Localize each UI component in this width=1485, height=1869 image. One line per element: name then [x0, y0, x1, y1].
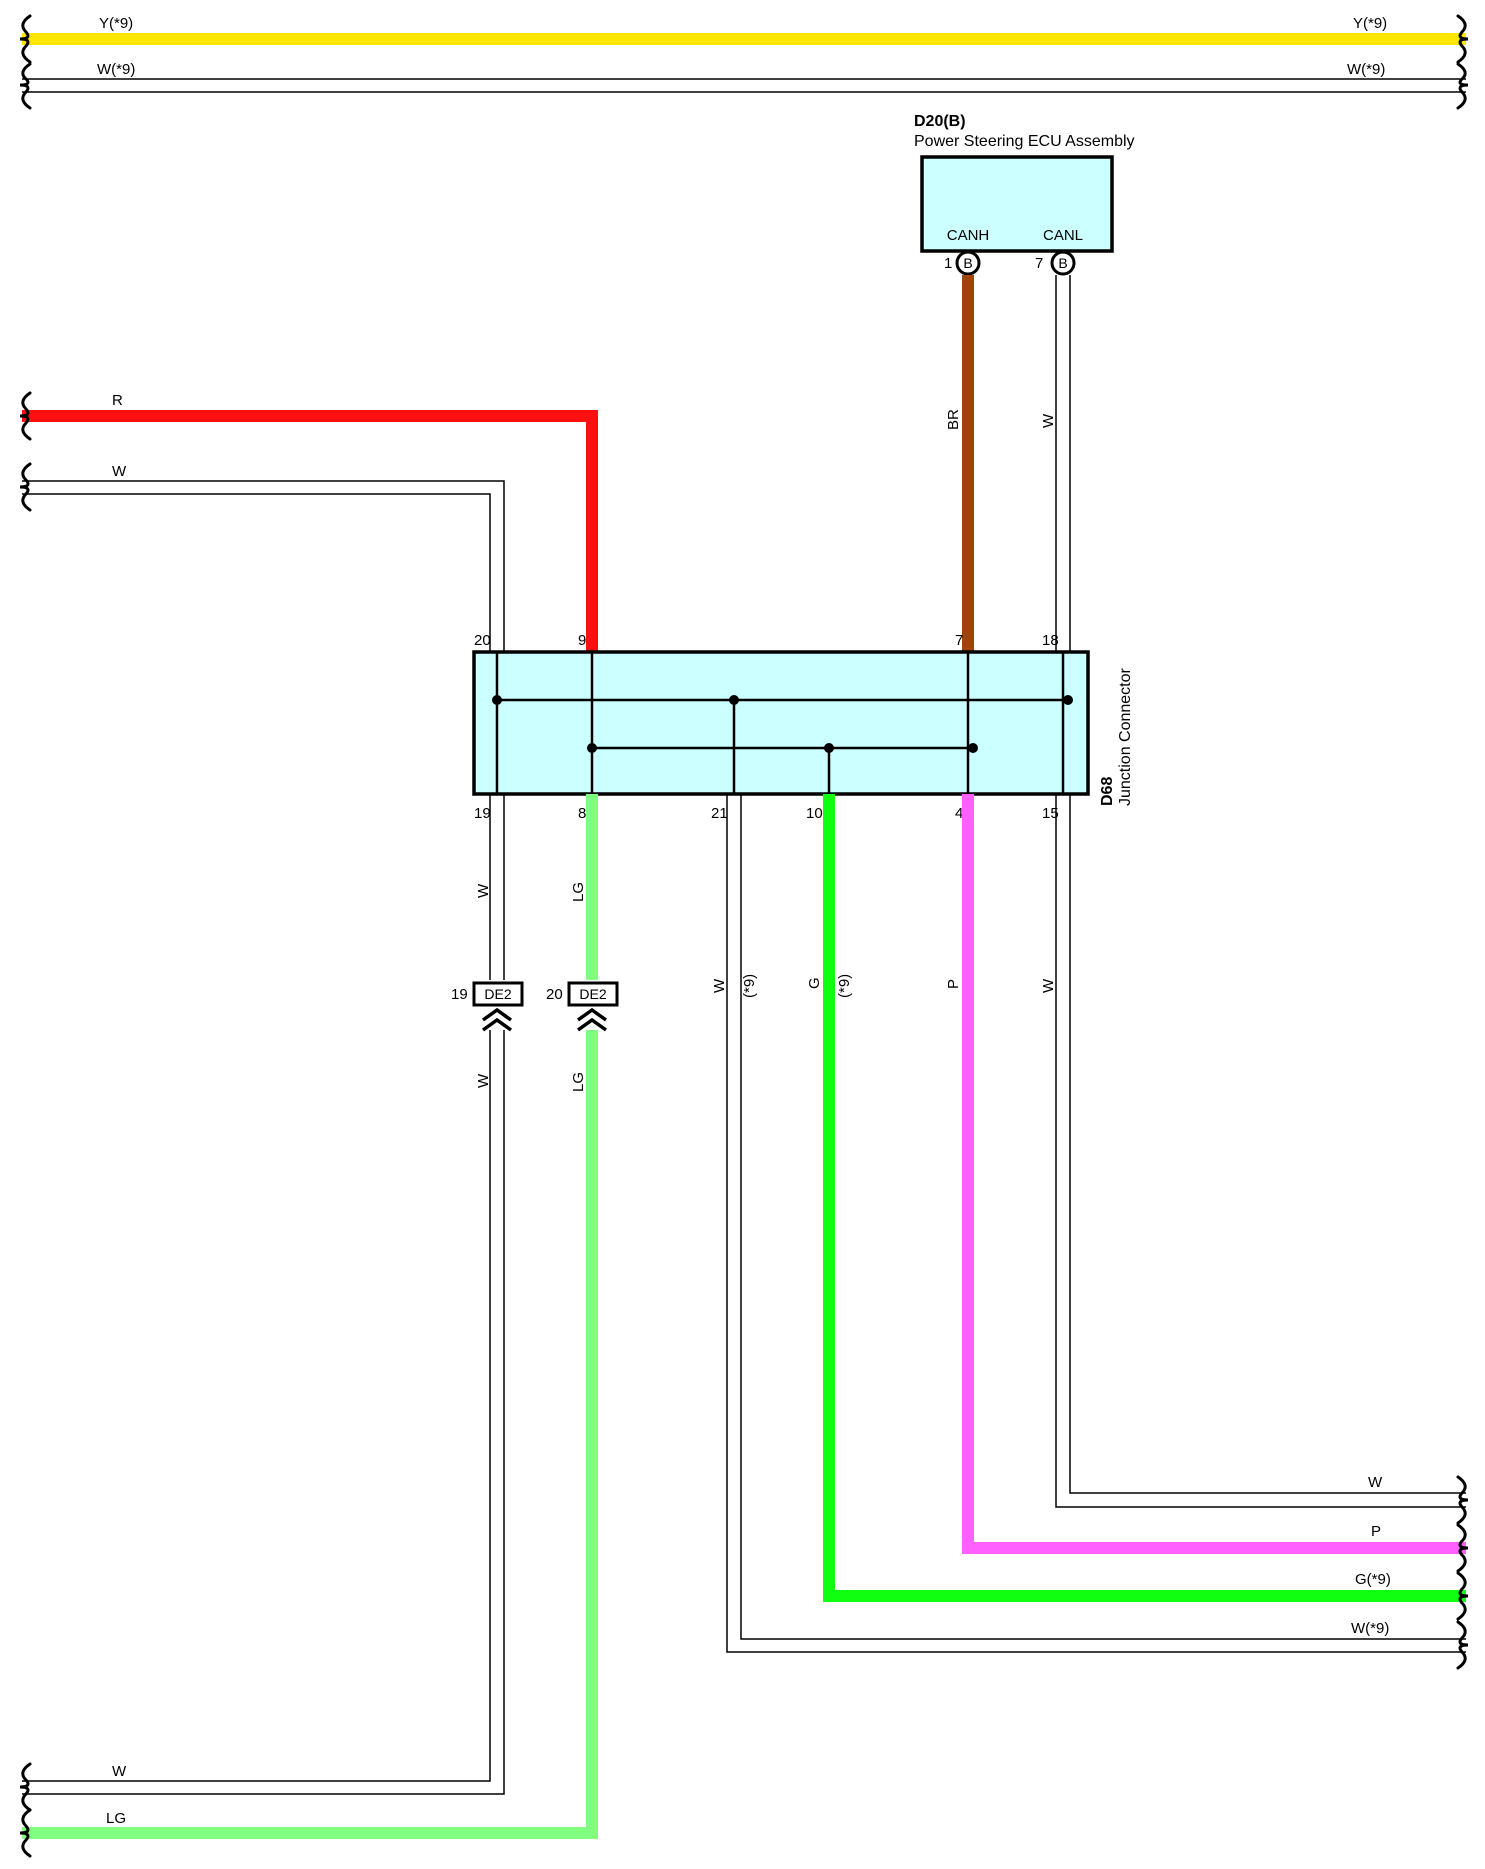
ecu-terminal-1: B: [955, 250, 981, 276]
pin15-color-label: W: [1040, 978, 1057, 993]
pin8-upper-label: LG: [570, 882, 587, 902]
ecu-pin-canl: CANL: [1043, 227, 1083, 244]
pin10-color-label: G: [806, 977, 823, 989]
inline-connector-20-pin: 20: [546, 986, 563, 1003]
junction-bottom-pin-4: 4: [955, 805, 963, 822]
inline-connector-de2-19: DE2: [472, 981, 524, 1032]
junction-connector-box: [472, 650, 1090, 796]
pink-wire-pin4: [962, 794, 1466, 1554]
svg-text:B: B: [963, 255, 972, 271]
green-wire-pin10: [823, 794, 1466, 1602]
pin21-note-label: (*9): [741, 974, 758, 998]
pin10-note-label: (*9): [836, 974, 853, 998]
light-green-wire-pin8: [22, 794, 598, 1839]
top-white-right-label: W(*9): [1347, 61, 1385, 78]
junction-bottom-pin-19: 19: [474, 805, 491, 822]
bottom-white9-right-label: W(*9): [1351, 1620, 1389, 1637]
white-wire-left-label: W: [112, 463, 127, 480]
junction-name: Junction Connector: [1117, 667, 1134, 806]
top-yellow-right-label: Y(*9): [1353, 15, 1387, 32]
bottom-white-right-label: W: [1368, 1474, 1383, 1491]
junction-top-pin-7: 7: [955, 632, 963, 649]
junction-bottom-pin-10: 10: [806, 805, 823, 822]
pin19-upper-label: W: [475, 883, 492, 898]
pin19-lower-label: W: [475, 1073, 492, 1088]
ecu-pin-1-number: 1: [944, 255, 952, 272]
junction-top-pin-18: 18: [1042, 632, 1059, 649]
red-wire-label: R: [112, 392, 123, 409]
pin4-color-label: P: [945, 979, 962, 989]
ecu-terminal-7: B: [1050, 250, 1076, 276]
white-wire-canl: [1055, 275, 1071, 652]
brown-wire-label: BR: [945, 409, 962, 430]
top-white-left-label: W(*9): [97, 61, 135, 78]
bottom-green-right-label: G(*9): [1355, 1571, 1391, 1588]
inline-connector-19-pin: 19: [451, 986, 468, 1003]
top-yellow-left-label: Y(*9): [99, 15, 133, 32]
ecu-pin-7-number: 7: [1035, 255, 1043, 272]
continuation-braces-left: [19, 14, 32, 1858]
pin8-lower-label: LG: [570, 1072, 587, 1092]
bottom-lg-left-label: LG: [106, 1810, 126, 1827]
junction-top-pin-9: 9: [578, 632, 586, 649]
junction-bottom-pin-21: 21: [711, 805, 728, 822]
ecu-name: Power Steering ECU Assembly: [914, 133, 1135, 150]
pin21-color-label: W: [711, 978, 728, 993]
junction-internal-buses: [497, 698, 1068, 750]
white-wire-pin21: [726, 794, 1466, 1653]
continuation-braces-right: [1456, 14, 1469, 1670]
junction-internal-verticals: [495, 652, 1065, 794]
white-wire-pin19: [22, 794, 505, 1795]
ecu-box: [920, 155, 1114, 253]
red-wire: [22, 410, 598, 652]
junction-splice-dots: [492, 695, 1073, 753]
junction-top-pin-20: 20: [474, 632, 491, 649]
white-canl-label: W: [1040, 413, 1057, 428]
white-wire-pin20: [22, 480, 505, 652]
bottom-white-left-label: W: [112, 1763, 127, 1780]
junction-bottom-pin-8: 8: [578, 805, 586, 822]
inline-connector-de2-20: DE2: [567, 981, 619, 1032]
junction-bottom-pin-15: 15: [1042, 805, 1059, 822]
svg-text:B: B: [1058, 255, 1067, 271]
ecu-pin-canh: CANH: [947, 227, 990, 244]
svg-text:DE2: DE2: [579, 986, 606, 1002]
ecu-id: D20(B): [914, 113, 966, 130]
top-white-wire: [22, 78, 1466, 93]
white-wire-pin15: [1055, 794, 1466, 1508]
svg-text:DE2: DE2: [484, 986, 511, 1002]
bottom-pink-right-label: P: [1371, 1523, 1381, 1540]
junction-id: D68: [1099, 777, 1116, 806]
